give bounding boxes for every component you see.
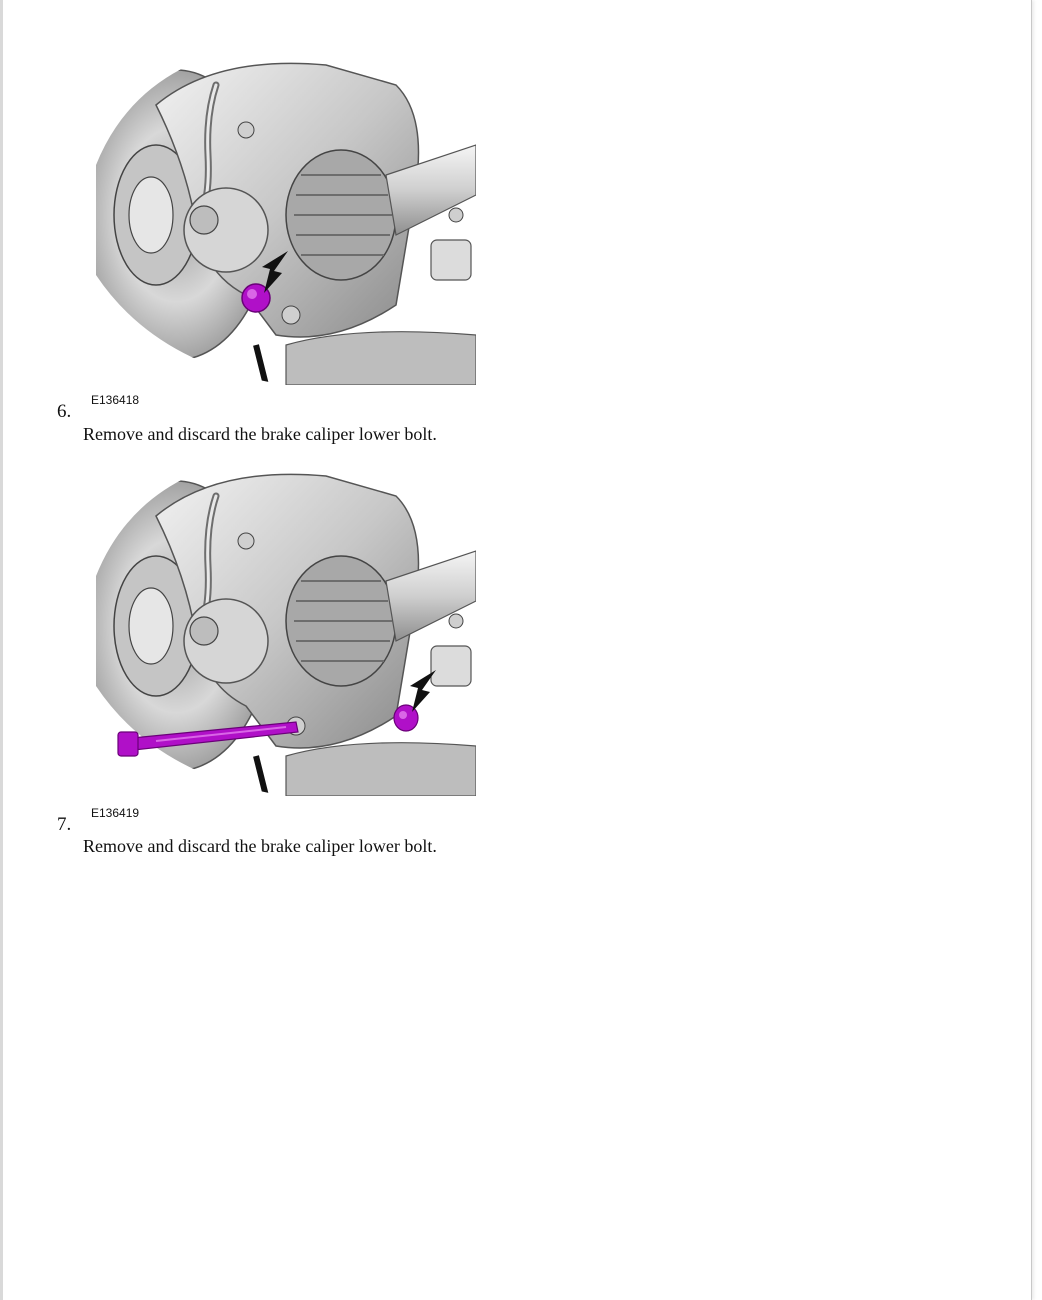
illustration-brake-caliper-e136418 (96, 45, 476, 385)
step-instruction: Remove and discard the brake caliper low… (83, 424, 437, 444)
figure-id: E136419 (91, 806, 140, 820)
step-number: 6. (57, 401, 72, 422)
caliper-lower-bolt-highlight (241, 283, 271, 313)
page-edge (0, 0, 3, 1300)
step-instruction: Remove and discard the brake caliper low… (83, 836, 437, 856)
bolt-hole-highlight (393, 704, 419, 732)
illustration-brake-caliper-e136419 (96, 456, 476, 796)
figure-id: E136418 (91, 393, 140, 407)
arrow-icon (410, 670, 436, 712)
step-number: 7. (57, 814, 72, 835)
caliper-lower-bolt-removed (117, 721, 299, 757)
arrow-icon (262, 251, 288, 293)
